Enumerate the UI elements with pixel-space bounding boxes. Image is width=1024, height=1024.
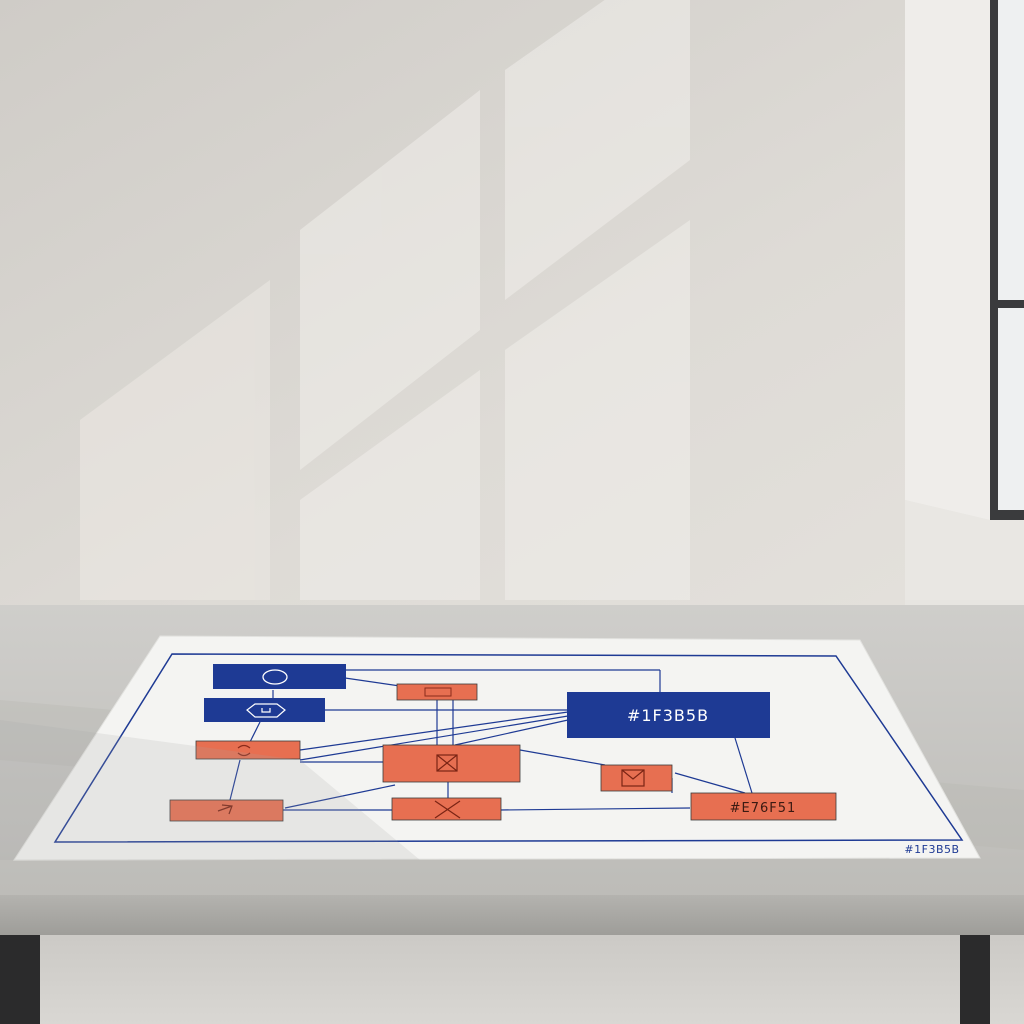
table-leg-left	[0, 930, 40, 1024]
blue-box-main: #1F3B5B	[567, 692, 770, 738]
connector-lines	[229, 669, 753, 811]
corner-label: #1F3B5B	[904, 843, 959, 856]
arrow-icon	[217, 804, 233, 815]
table-icon	[424, 687, 452, 697]
table-leg-right	[960, 930, 990, 1024]
envelope-cross-icon	[436, 754, 458, 772]
coral-box-table	[396, 683, 478, 701]
cup-icon	[246, 703, 286, 718]
big-blue-label: #1F3B5B	[627, 706, 709, 725]
window-light	[80, 0, 690, 600]
floor	[0, 930, 1024, 1024]
cross-icon	[434, 800, 461, 819]
poster: #1F3B5B	[13, 635, 981, 861]
coral-box-center	[382, 744, 521, 783]
poster-border	[53, 653, 964, 843]
table-edge	[0, 895, 1024, 935]
coral-label: #E76F51	[730, 801, 797, 816]
coral-box-labeled: #E76F51	[690, 792, 837, 821]
cycle-icon	[237, 744, 251, 757]
coral-box-arrow	[169, 799, 284, 822]
blue-box-loop	[213, 664, 346, 689]
blue-box-cup	[204, 698, 325, 722]
loop-icon	[262, 669, 288, 685]
coral-box-cross	[391, 797, 502, 821]
coral-box-cycle	[195, 740, 301, 760]
envelope-icon	[621, 769, 645, 787]
coral-box-envelope	[600, 764, 673, 792]
